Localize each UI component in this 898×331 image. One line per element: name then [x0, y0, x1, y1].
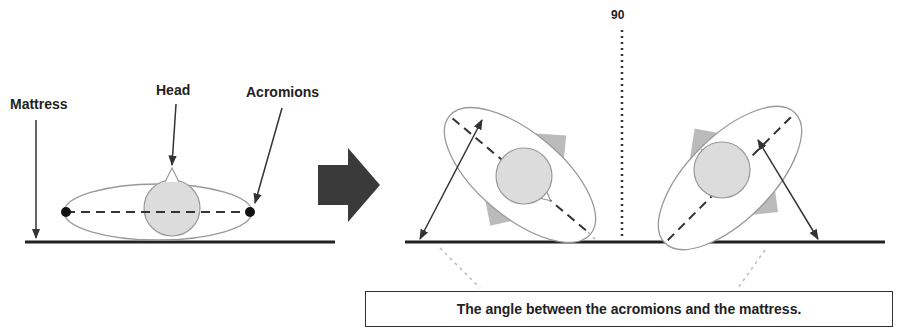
part-label: Head	[156, 82, 190, 98]
part-label: Acromions	[246, 84, 319, 100]
mattress-line	[25, 241, 335, 244]
leader-line	[255, 108, 282, 203]
caption-box: The angle between the acromions and the …	[365, 291, 893, 327]
extension-line	[440, 248, 480, 288]
caption-text: The angle between the acromions and the …	[457, 301, 802, 317]
block-arrow	[318, 148, 380, 222]
part-label: Mattress	[10, 96, 68, 112]
acromion-dot	[61, 207, 71, 217]
body-ellipse	[635, 83, 825, 273]
acromion-line	[66, 211, 250, 213]
head-circle	[144, 180, 200, 236]
angle-arrow	[758, 140, 818, 239]
angle-value: 90	[611, 8, 624, 22]
extension-line	[588, 232, 596, 240]
extension-line	[738, 250, 765, 288]
acromion-dot	[245, 207, 255, 217]
acromion-line	[453, 118, 588, 231]
head-circle	[496, 148, 552, 204]
leader-line	[172, 104, 176, 165]
nose-symbol	[165, 168, 179, 182]
angle-arrow	[420, 120, 482, 239]
leader-line	[35, 120, 37, 238]
head-circle	[694, 142, 750, 198]
mattress-line	[405, 241, 885, 244]
body-ellipse	[423, 84, 618, 267]
acromion-line	[668, 116, 792, 240]
vertical-reference	[621, 30, 624, 240]
